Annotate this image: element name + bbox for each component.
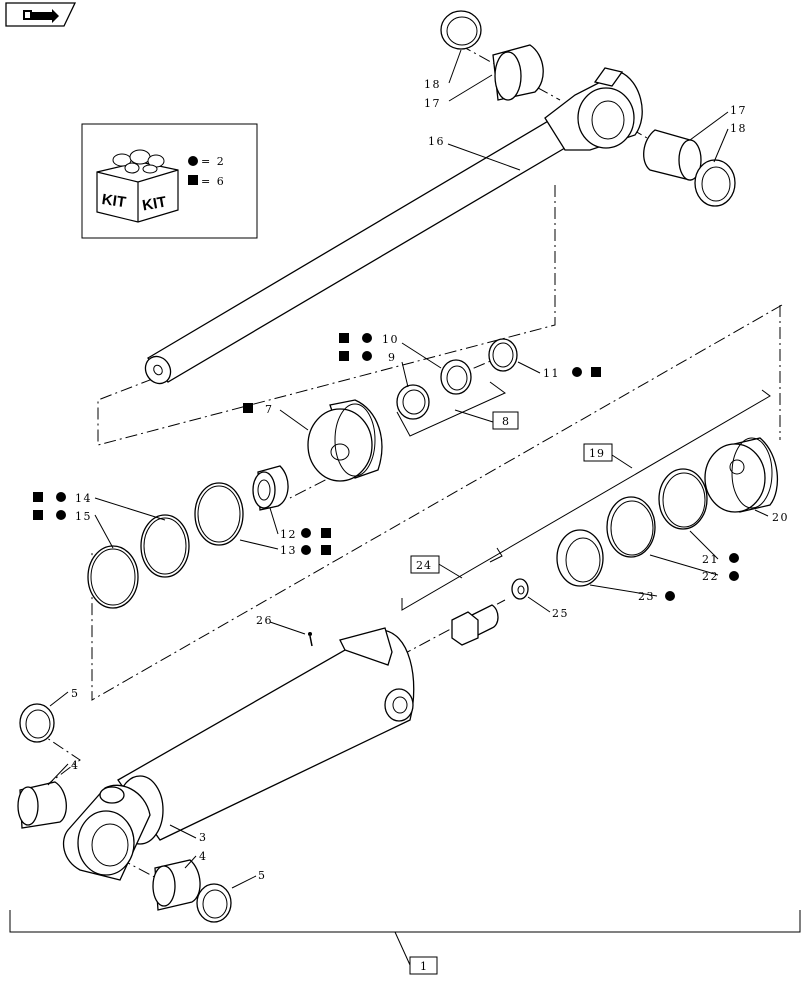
ring-18-top xyxy=(440,10,482,50)
grouping-brackets xyxy=(9,381,801,966)
svg-text:24: 24 xyxy=(416,559,432,572)
circle-quantity: = 2 xyxy=(201,155,225,168)
circle-marker-icon xyxy=(665,591,675,601)
circle-marker-icon xyxy=(729,571,739,581)
square-marker-icon xyxy=(33,510,43,520)
callout-box-19[interactable]: 19 xyxy=(583,443,613,462)
callout-20: 20 xyxy=(772,511,789,524)
o-ring-13 xyxy=(194,482,244,546)
bushing-17-right xyxy=(643,129,702,181)
svg-text:8: 8 xyxy=(502,415,510,428)
callout-3: 3 xyxy=(199,831,208,844)
svg-text:19: 19 xyxy=(589,447,605,460)
circle-marker-icon xyxy=(572,367,582,377)
callout-16: 16 xyxy=(428,135,445,148)
callout-25: 25 xyxy=(552,607,569,620)
callout-7: 7 xyxy=(265,403,274,416)
piston-rod xyxy=(144,67,643,385)
circle-marker-icon xyxy=(56,510,66,520)
callout-26: 26 xyxy=(256,614,273,627)
square-marker-icon xyxy=(321,545,331,555)
seal-9 xyxy=(396,384,430,420)
circle-marker-icon xyxy=(56,492,66,502)
square-marker-icon xyxy=(188,175,198,185)
square-quantity: = 6 xyxy=(201,175,225,188)
kit-label-2: KIT xyxy=(141,194,168,215)
callout-12: 12 xyxy=(280,528,297,541)
square-marker-icon xyxy=(591,367,601,377)
ring-5-right xyxy=(196,883,232,923)
circle-marker-icon xyxy=(729,553,739,563)
callout-15: 15 xyxy=(75,510,92,523)
callout-box-8[interactable]: 8 xyxy=(492,411,519,430)
callout-box-1[interactable]: 1 xyxy=(409,956,438,975)
arrow-return-icon xyxy=(23,9,59,23)
bushing-17-top xyxy=(492,44,544,101)
callout-5-right: 5 xyxy=(258,869,267,882)
bushing-4-left xyxy=(17,781,67,829)
callout-18-top: 18 xyxy=(424,78,441,91)
callout-5-left: 5 xyxy=(71,687,80,700)
nav-button[interactable] xyxy=(5,2,77,27)
callout-17-top: 17 xyxy=(424,97,441,110)
callout-22: 22 xyxy=(702,570,719,583)
seal-11 xyxy=(488,338,518,372)
seal-23 xyxy=(556,529,604,587)
bolt xyxy=(451,604,499,646)
square-marker-icon xyxy=(243,403,253,413)
callout-box-24[interactable]: 24 xyxy=(410,555,440,574)
callout-4-left: 4 xyxy=(71,759,80,772)
cylinder-barrel xyxy=(62,627,415,881)
seal-10 xyxy=(440,359,472,395)
square-marker-icon xyxy=(33,492,43,502)
callout-14: 14 xyxy=(75,492,92,505)
circle-marker-icon xyxy=(188,156,198,166)
callout-9: 9 xyxy=(388,351,397,364)
bushing-12 xyxy=(252,465,289,511)
square-marker-icon xyxy=(321,528,331,538)
piston-20 xyxy=(704,437,779,513)
part-callouts: 18 17 16 17 18 10 9 11 7 14 15 12 13 20 … xyxy=(33,78,789,882)
square-marker-icon xyxy=(339,333,349,343)
ring-18-right xyxy=(694,159,736,207)
square-marker-icon xyxy=(339,351,349,361)
circle-marker-icon xyxy=(362,351,372,361)
callout-10: 10 xyxy=(382,333,399,346)
callout-13: 13 xyxy=(280,544,297,557)
callout-18-right: 18 xyxy=(730,122,747,135)
callout-4-right: 4 xyxy=(199,850,208,863)
kit-legend: KIT KIT = 2 = 6 xyxy=(81,123,258,239)
grease-fitting-26 xyxy=(308,632,313,647)
leader-lines xyxy=(47,49,769,889)
bushing-4-right xyxy=(152,859,201,911)
kit-label-1: KIT xyxy=(101,191,127,211)
callout-11: 11 xyxy=(543,367,560,380)
seal-22 xyxy=(606,496,656,558)
callout-21: 21 xyxy=(702,553,719,566)
gland-7 xyxy=(307,399,383,482)
o-ring-14 xyxy=(140,514,190,578)
ring-5-left xyxy=(19,703,55,743)
circle-marker-icon xyxy=(301,545,311,555)
svg-text:1: 1 xyxy=(420,960,428,973)
kit-box-icon: KIT KIT xyxy=(96,149,179,223)
circle-marker-icon xyxy=(362,333,372,343)
circle-marker-icon xyxy=(301,528,311,538)
seal-21 xyxy=(658,468,708,530)
callout-17-right: 17 xyxy=(730,104,747,117)
callout-23: 23 xyxy=(638,590,655,603)
o-ring-15 xyxy=(87,545,139,609)
washer-25 xyxy=(511,578,529,600)
